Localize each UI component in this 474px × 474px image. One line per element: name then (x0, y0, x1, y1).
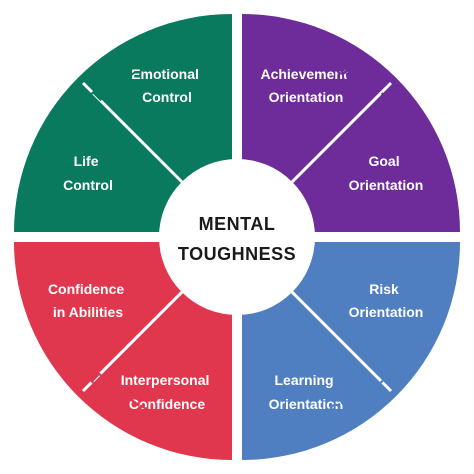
segment-risk-orientation: Risk Orientation (349, 281, 424, 320)
segment-emotional-control: Emotional Control (131, 66, 203, 105)
center-circle (159, 159, 315, 315)
center-title-line1: MENTAL (199, 214, 276, 234)
segment-interpersonal-confidence: Interpersonal Confidence (121, 372, 214, 412)
segment-life-control: Life Control (63, 153, 113, 193)
segment-learning-orientation: Learning Orientation (269, 372, 344, 412)
center-title-line2: TOUGHNESS (178, 244, 296, 264)
segment-confidence-in-abilities: Confidence in Abilities (48, 281, 128, 320)
segment-goal-orientation: Goal Orientation (349, 153, 424, 193)
segment-achievement-orientation: Achievement Orientation (260, 66, 351, 105)
